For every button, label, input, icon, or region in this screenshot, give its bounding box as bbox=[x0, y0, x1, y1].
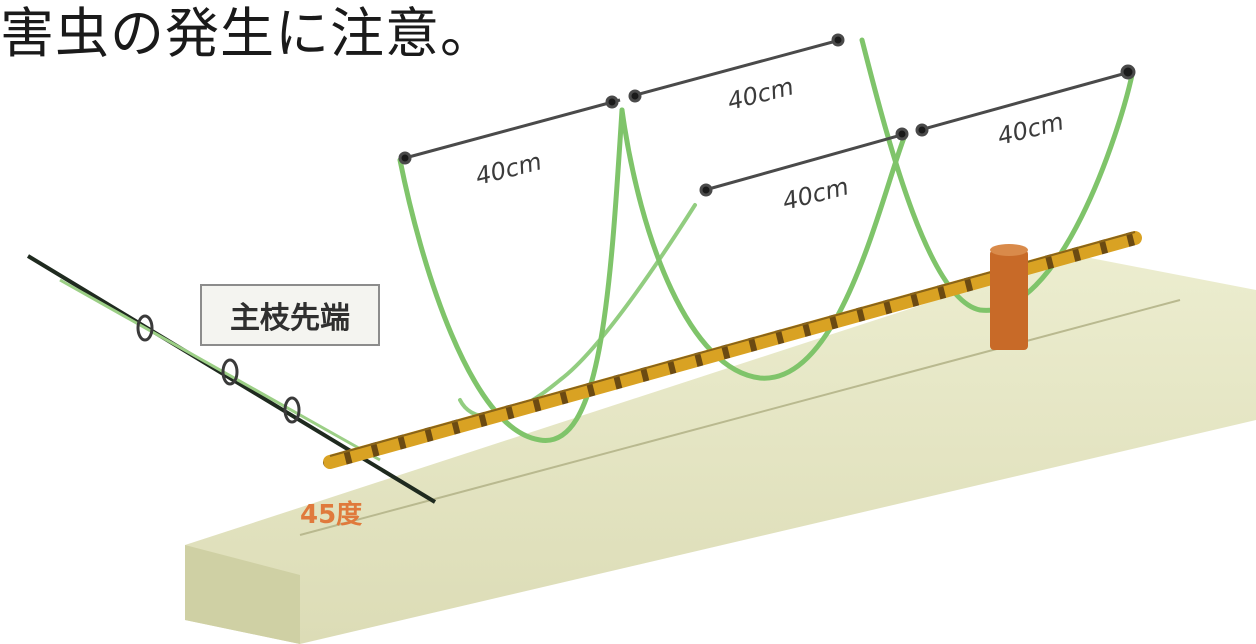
dimension-lines bbox=[398, 33, 1136, 197]
ground-bed bbox=[185, 255, 1256, 644]
dimension-label-4: 40cm bbox=[995, 107, 1067, 150]
support-post bbox=[990, 250, 1028, 350]
bed-guide-line bbox=[299, 299, 1181, 536]
dimension-label-3: 40cm bbox=[780, 172, 852, 215]
main-branch-green bbox=[59, 278, 381, 462]
vine-loop bbox=[859, 37, 1135, 313]
vine-loop bbox=[619, 107, 908, 381]
vine-loop bbox=[397, 107, 625, 443]
branch-clip bbox=[136, 314, 154, 342]
ground-bed-side bbox=[185, 545, 300, 644]
vine-loop bbox=[458, 203, 697, 419]
main-branch-tip-label: 主枝先端 bbox=[200, 284, 380, 346]
support-post-top bbox=[990, 244, 1028, 256]
dimension-label-1: 40cm bbox=[473, 147, 545, 190]
main-branch bbox=[26, 254, 437, 504]
branch-clip bbox=[221, 358, 239, 386]
dimension-label-2: 40cm bbox=[725, 72, 797, 115]
branch-clip bbox=[283, 396, 301, 424]
angle-label: 45度 bbox=[300, 500, 363, 530]
page-heading: 害虫の発生に注意。 bbox=[0, 2, 495, 65]
